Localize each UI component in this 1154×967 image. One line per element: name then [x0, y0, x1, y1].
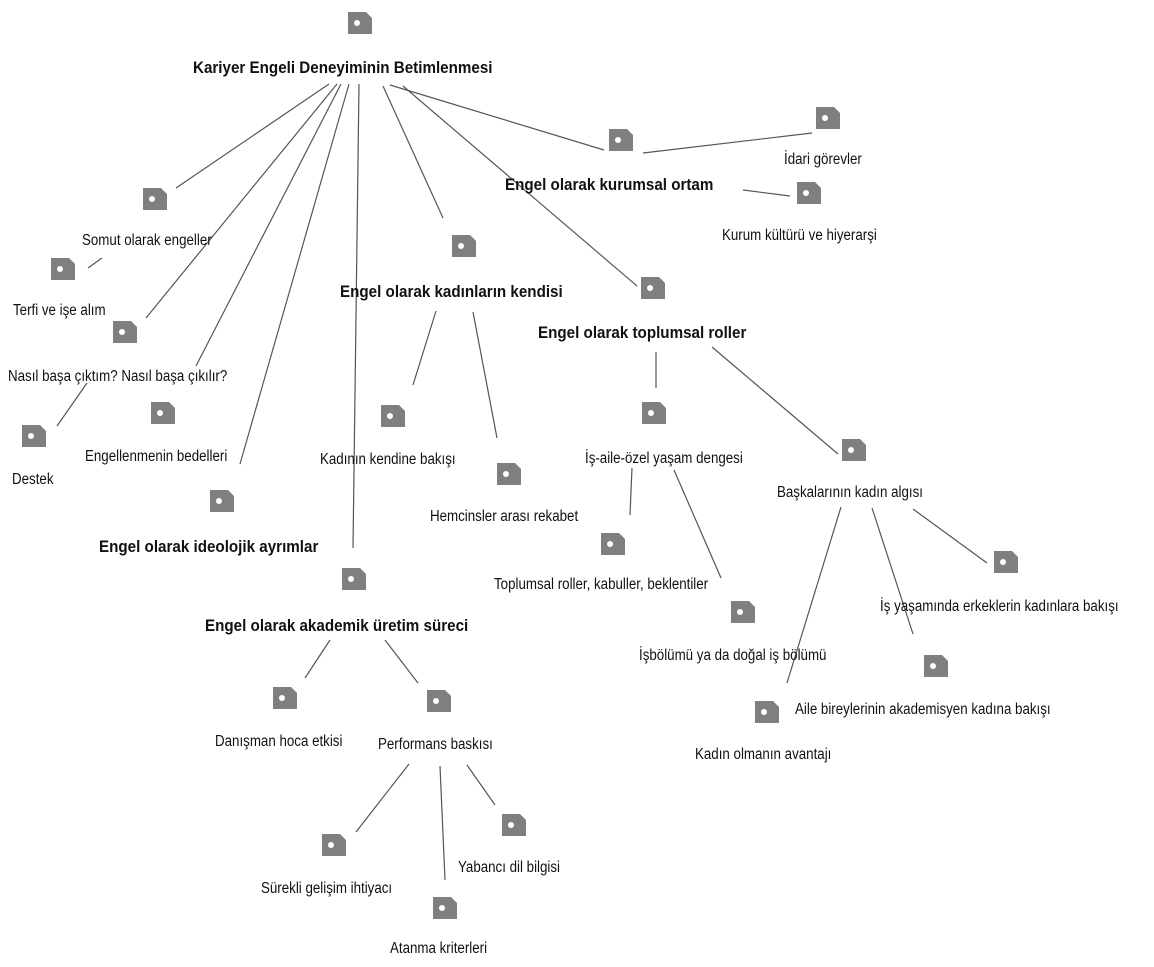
tag-icon	[500, 811, 528, 839]
tag-icon	[149, 399, 177, 427]
tag-icon	[640, 399, 668, 427]
tag-icon	[450, 232, 478, 260]
tag-icon	[729, 598, 757, 626]
connector-line	[412, 310, 437, 386]
node-label-toplumsal: Engel olarak toplumsal roller	[538, 324, 747, 342]
tag-icon	[607, 126, 635, 154]
tag-icon	[49, 255, 77, 283]
connector-line	[871, 507, 914, 635]
tag-icon	[111, 318, 139, 346]
connector-line	[382, 85, 444, 219]
connector-line	[629, 467, 633, 516]
node-label-danisman: Danışman hoca etkisi	[215, 733, 343, 750]
connector-line	[912, 508, 988, 564]
connector-line	[742, 189, 791, 197]
tag-icon	[340, 565, 368, 593]
tag-icon	[840, 436, 868, 464]
tag-icon	[379, 402, 407, 430]
connector-line	[355, 763, 410, 833]
tag-icon	[20, 422, 48, 450]
tag-icon	[495, 460, 523, 488]
tag-icon	[141, 185, 169, 213]
tag-icon	[795, 179, 823, 207]
tag-icon	[753, 698, 781, 726]
node-label-baskalari: Başkalarının kadın algısı	[777, 484, 923, 501]
node-label-kadin: Engel olarak kadınların kendisi	[340, 283, 563, 301]
connector-line	[439, 765, 446, 881]
connector-line	[466, 764, 496, 806]
node-label-atanma: Atanma kriterleri	[390, 940, 488, 957]
tag-icon	[346, 9, 374, 37]
node-label-isbolumu: İşbölümü ya da doğal iş bölümü	[639, 647, 827, 664]
node-label-avantaj: Kadın olmanın avantajı	[695, 746, 832, 763]
node-label-kendi: Kadının kendine bakışı	[320, 451, 456, 468]
tag-icon	[208, 487, 236, 515]
tag-icon	[599, 530, 627, 558]
connector-line	[304, 639, 331, 679]
tag-icon	[814, 104, 842, 132]
tag-icon	[320, 831, 348, 859]
tag-icon	[992, 548, 1020, 576]
node-label-akademik: Engel olarak akademik üretim süreci	[205, 617, 469, 635]
connector-line	[175, 83, 330, 189]
node-label-ideoloji: Engel olarak ideolojik ayrımlar	[99, 538, 319, 556]
connector-line	[786, 506, 842, 684]
tag-icon	[639, 274, 667, 302]
node-label-destek: Destek	[12, 471, 54, 488]
connector-line	[384, 639, 419, 684]
tag-icon	[425, 687, 453, 715]
node-label-hemcins: Hemcinsler arası rekabet	[430, 508, 579, 525]
connector-line	[642, 132, 813, 154]
node-label-performans: Performans baskısı	[378, 736, 493, 753]
tag-icon	[271, 684, 299, 712]
node-label-somut: Somut olarak engeller	[82, 232, 212, 249]
connector-line	[56, 382, 88, 427]
node-label-bedel: Engellenmenin bedelleri	[85, 448, 228, 465]
node-label-idari: İdari görevler	[784, 151, 862, 168]
node-label-gelisim: Sürekli gelişim ihtiyacı	[261, 880, 393, 897]
connector-line	[239, 83, 350, 465]
connector-line	[402, 85, 638, 287]
connector-line	[711, 346, 839, 455]
node-label-roller: Toplumsal roller, kabuller, beklentiler	[494, 576, 709, 593]
node-label-nasil: Nasıl başa çıktım? Nasıl başa çıkılır?	[8, 368, 228, 385]
node-label-terfi: Terfi ve işe alım	[13, 302, 106, 319]
connector-line	[389, 84, 605, 151]
root-node-label: Kariyer Engeli Deneyiminin Betimlenmesi	[193, 59, 493, 77]
connector-line	[352, 83, 360, 549]
connector-line	[673, 469, 722, 579]
tag-icon	[431, 894, 459, 922]
node-label-aile: Aile bireylerinin akademisyen kadına bak…	[795, 701, 1051, 718]
node-label-kultur: Kurum kültürü ve hiyerarşi	[722, 227, 877, 244]
connector-line	[195, 83, 342, 367]
node-label-kurumsal: Engel olarak kurumsal ortam	[505, 176, 714, 194]
connector-line	[87, 257, 103, 269]
connector-line	[472, 311, 498, 439]
node-label-isaile: İş-aile-özel yaşam dengesi	[585, 450, 743, 467]
node-label-erkek: İş yaşamında erkeklerin kadınlara bakışı	[880, 598, 1119, 615]
tag-icon	[922, 652, 950, 680]
node-label-dil: Yabancı dil bilgisi	[458, 859, 561, 876]
connector-line	[145, 83, 338, 319]
